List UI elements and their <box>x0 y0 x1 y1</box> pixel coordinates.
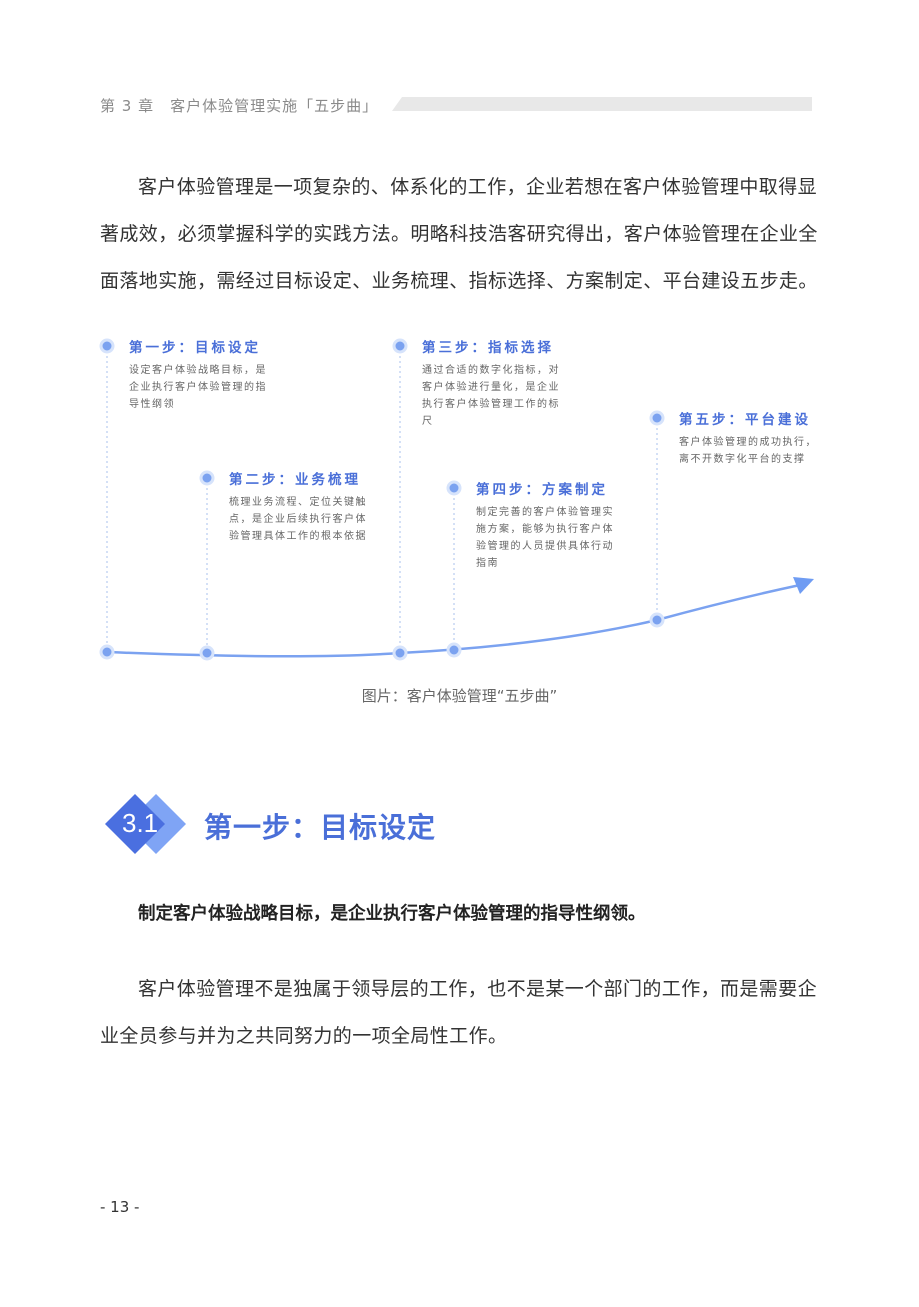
page-number: - 13 - <box>100 1198 140 1216</box>
step-desc: 制定完善的客户体验管理实施方案，能够为执行客户体验管理的人员提供具体行动指南 <box>476 507 614 569</box>
section-title: 第一步：目标设定 <box>204 811 437 844</box>
step-title: 第五步：平台建设 <box>679 412 811 428</box>
step-desc: 通过合适的数字化指标，对客户体验进行量化，是企业执行客户体验管理工作的标尺 <box>422 365 560 427</box>
step-desc: 梳理业务流程、定位关键触点，是企业后续执行客户体验管理具体工作的根本依据 <box>229 497 367 542</box>
step-3: 第三步：指标选择 通过合适的数字化指标，对客户体验进行量化，是企业执行客户体验管… <box>422 336 562 430</box>
chapter-header: 第 3 章 客户体验管理实施「五步曲」 <box>100 97 379 115</box>
intro-paragraph: 客户体验管理是一项复杂的、体系化的工作，企业若想在客户体验管理中取得显著成效，必… <box>100 176 818 292</box>
section-body-paragraph: 客户体验管理不是独属于领导层的工作，也不是某一个部门的工作，而是需要企业全员参与… <box>100 978 818 1047</box>
step-title: 第二步：业务梳理 <box>229 472 361 488</box>
step-1: 第一步：目标设定 设定客户体验战略目标，是企业执行客户体验管理的指导性纲领 <box>129 336 269 413</box>
step-title: 第四步：方案制定 <box>476 482 608 498</box>
header-decoration-bar <box>392 97 812 111</box>
step-2: 第二步：业务梳理 梳理业务流程、定位关键触点，是企业后续执行客户体验管理具体工作… <box>229 468 369 545</box>
five-steps-figure: 第一步：目标设定 设定客户体验战略目标，是企业执行客户体验管理的指导性纲领 第二… <box>0 320 919 720</box>
figure-caption: 图片：客户体验管理“五步曲” <box>361 687 558 705</box>
step-5: 第五步：平台建设 客户体验管理的成功执行，离不开数字化平台的支撑 <box>679 408 824 468</box>
section-number: 3.1 <box>122 808 159 838</box>
step-title: 第三步：指标选择 <box>422 340 554 356</box>
growth-curve-icon <box>99 338 814 661</box>
section-number-badge-icon <box>105 794 186 854</box>
step-title: 第一步：目标设定 <box>129 340 261 356</box>
section-lead-sentence: 制定客户体验战略目标，是企业执行客户体验管理的指导性纲领。 <box>138 904 646 924</box>
step-4: 第四步：方案制定 制定完善的客户体验管理实施方案，能够为执行客户体验管理的人员提… <box>476 478 616 572</box>
step-desc: 设定客户体验战略目标，是企业执行客户体验管理的指导性纲领 <box>129 365 267 410</box>
step-desc: 客户体验管理的成功执行，离不开数字化平台的支撑 <box>679 437 817 465</box>
